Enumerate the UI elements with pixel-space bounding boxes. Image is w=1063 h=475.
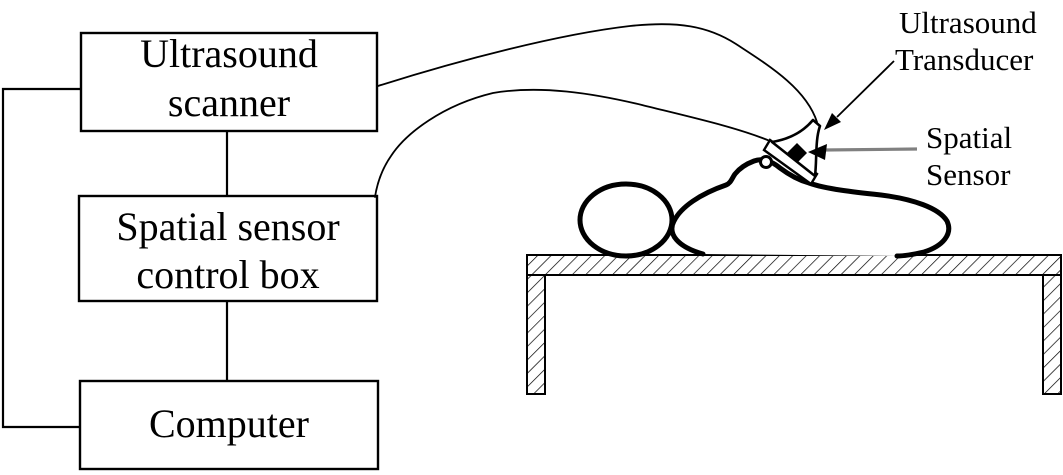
spatial-sensor-diamond bbox=[787, 143, 807, 163]
scanner-box-label-line1: Ultrasound bbox=[140, 31, 318, 76]
sensor-callout-line bbox=[823, 147, 918, 152]
control-box-label-line1: Spatial sensor bbox=[116, 204, 339, 249]
transducer-callout-line bbox=[836, 60, 895, 118]
sensor-callout-arrowhead bbox=[808, 144, 827, 160]
ultrasound-scanner-box bbox=[79, 31, 379, 133]
skin-contact-marker bbox=[759, 155, 773, 169]
computer-box-label: Computer bbox=[149, 401, 309, 446]
exam-table-leg-right bbox=[1042, 274, 1062, 395]
sensor-callout-label-line1: Spatial bbox=[926, 120, 1012, 155]
control-box-label-line2: control box bbox=[136, 252, 319, 297]
scanner-cable bbox=[377, 23, 818, 123]
patient-body bbox=[669, 157, 952, 259]
patient-head bbox=[577, 181, 675, 259]
bracket-connector-line bbox=[1, 87, 80, 429]
computer-box bbox=[78, 379, 380, 471]
transducer-callout-arrowhead bbox=[824, 113, 841, 130]
exam-table-leg-left bbox=[526, 274, 546, 395]
sensor-cable bbox=[374, 88, 771, 198]
sensor-callout-label-line2: Sensor bbox=[926, 157, 1011, 192]
spatial-sensor-control-box bbox=[77, 194, 379, 303]
exam-table-top bbox=[526, 254, 1062, 276]
scanner-box-label-line2: scanner bbox=[168, 80, 290, 125]
transducer-callout-label-line1: Ultrasound bbox=[899, 5, 1037, 40]
transducer-callout-label-line2: Transducer bbox=[895, 42, 1034, 77]
